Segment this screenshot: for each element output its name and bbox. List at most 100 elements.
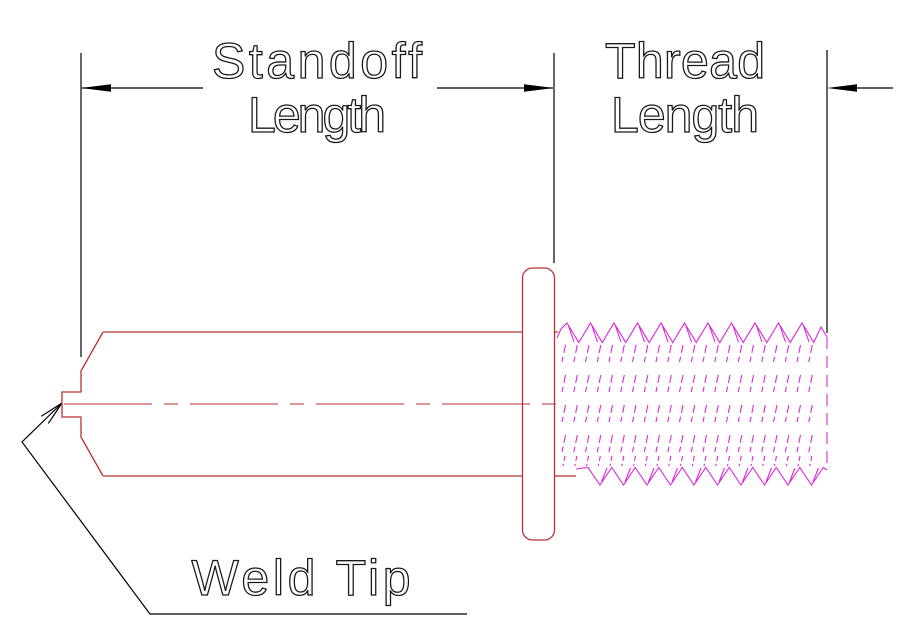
thread-flank-dash — [667, 344, 672, 363]
thread-flank-dash — [690, 344, 696, 363]
thread-flank-dash — [643, 434, 649, 453]
thread-flank-dash — [702, 404, 708, 423]
thread-flank-dash — [668, 455, 672, 467]
thread-flank-dash — [632, 455, 637, 467]
thread-length-label-line2: Length — [611, 87, 761, 143]
thread-flank-dash — [715, 455, 719, 467]
thread-flank-dash — [796, 434, 802, 453]
thread-flank-dash — [573, 344, 578, 363]
thread-flank-dash — [714, 344, 719, 363]
thread-flank-dash — [726, 455, 731, 467]
thread-flank-dash — [620, 404, 625, 423]
thread-flank-dash — [656, 455, 660, 467]
thread-flank-dash — [596, 434, 602, 453]
threaded-shank-group — [556, 321, 828, 486]
thread-flank-dash — [690, 434, 696, 453]
thread-flank-dash — [784, 434, 790, 453]
thread-flank-dash — [738, 455, 742, 467]
thread-flank-dash — [784, 344, 790, 363]
thread-crest-bottom — [575, 466, 828, 486]
standoff-length-label-line1: Standoff — [212, 33, 424, 89]
thread-flank-dash — [749, 374, 755, 393]
thread-flank-dash — [690, 374, 696, 393]
thread-flank-marks — [561, 344, 813, 467]
thread-flank-dash — [631, 374, 637, 393]
thread-flank-dash — [749, 344, 755, 363]
thread-flank-dash — [772, 344, 778, 363]
thread-flank-dash — [573, 404, 578, 423]
thread-flank-dash — [702, 434, 708, 453]
thread-flank-dash — [761, 344, 766, 363]
thread-flank-dash — [597, 455, 601, 467]
thread-flank-dash — [596, 374, 602, 393]
thread-flank-dash — [714, 404, 719, 423]
thread-flank-dash — [596, 344, 602, 363]
thread-flank-dash — [808, 404, 813, 423]
thread-flank-dash — [631, 344, 637, 363]
thread-flank-dash — [667, 434, 672, 453]
thread-flank-dash — [667, 404, 672, 423]
stud-body-group — [61, 267, 576, 541]
thread-flank-dash — [620, 434, 625, 453]
thread-flank-dash — [620, 374, 625, 393]
thread-flank-dash — [725, 434, 731, 453]
thread-flank-dash — [643, 344, 649, 363]
thread-flank-dash — [667, 374, 672, 393]
thread-flank-dash — [573, 374, 578, 393]
thread-flank-dash — [584, 404, 590, 423]
thread-flank-dash — [631, 434, 637, 453]
thread-flank-dash — [574, 455, 578, 467]
thread-flank-dash — [737, 434, 743, 453]
annotation-text-group: Standoff Length Thread Length Weld Tip — [191, 32, 766, 606]
thread-flank-dash — [737, 374, 743, 393]
thread-flank-dash — [562, 455, 566, 467]
thread-flank-dash — [655, 404, 661, 423]
thread-flank-dash — [808, 344, 813, 363]
thread-flank-dash — [691, 455, 695, 467]
thread-flank-dash — [608, 374, 614, 393]
thread-flank-dash — [784, 404, 790, 423]
thread-flank-dash — [621, 455, 625, 467]
thread-flank-dash — [561, 404, 567, 423]
stud-shank-edges — [103, 331, 576, 477]
thread-flank-dash — [678, 404, 684, 423]
thread-flank-dash — [761, 434, 766, 453]
thread-flank-dash — [762, 455, 766, 467]
thread-flank-dash — [784, 374, 790, 393]
thread-flank-dash — [573, 434, 578, 453]
thread-flank-dash — [749, 404, 755, 423]
thread-flank-dash — [679, 455, 684, 467]
thread-flank-dash — [561, 434, 567, 453]
standoff-length-label-line2: Length — [248, 87, 388, 143]
thread-flank-dash — [808, 374, 813, 393]
thread-flank-dash — [749, 434, 755, 453]
thread-flank-dash — [584, 374, 590, 393]
thread-flank-dash — [785, 455, 789, 467]
thread-flank-dash — [690, 404, 696, 423]
thread-flank-dash — [655, 374, 661, 393]
arrowhead-right-icon — [524, 84, 554, 92]
thread-flank-dash — [796, 344, 802, 363]
thread-flank-dash — [750, 455, 754, 467]
weld-tip-label: Weld Tip — [192, 550, 413, 606]
thread-flank-dash — [608, 434, 614, 453]
thread-flank-dash — [678, 374, 684, 393]
thread-flank-dash — [643, 404, 649, 423]
thread-flank-dash — [608, 404, 614, 423]
thread-flank-dash — [596, 404, 602, 423]
thread-flank-dash — [655, 434, 661, 453]
weld-tip-profile — [61, 331, 104, 477]
thread-flank-dash — [725, 374, 731, 393]
thread-flank-dash — [703, 455, 707, 467]
thread-flank-dash — [643, 374, 649, 393]
thread-flank-dash — [678, 344, 684, 363]
thread-flank-dash — [809, 455, 813, 467]
thread-flank-dash — [714, 434, 719, 453]
thread-flank-dash — [737, 404, 743, 423]
thread-flank-dash — [561, 374, 567, 393]
thread-flank-dash — [796, 404, 802, 423]
thread-flank-dash — [584, 434, 590, 453]
arrowhead-thread-end-icon — [827, 84, 857, 92]
